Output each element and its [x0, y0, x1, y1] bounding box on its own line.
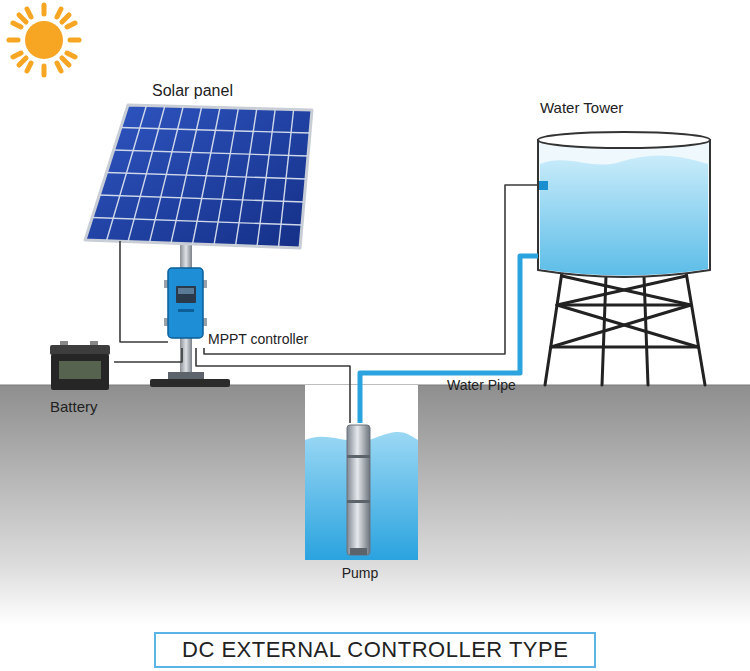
solar-panel-illustration	[85, 105, 312, 248]
node-label: Water Tower	[540, 99, 623, 116]
panel-pole	[168, 372, 204, 380]
water-pipe	[360, 256, 538, 423]
tower-legs	[551, 305, 691, 347]
sun-icon	[27, 9, 31, 17]
node-label: Pump	[342, 565, 379, 581]
well-illustration	[347, 500, 370, 503]
panel-pole	[150, 379, 230, 387]
mppt-controller: MPPT controller	[168, 266, 338, 348]
controller-illustration	[178, 288, 194, 294]
water-tower-illustration	[538, 140, 710, 277]
sun-icon	[19, 15, 26, 22]
sun-icon	[67, 23, 75, 27]
sun-icon	[42, 66, 47, 75]
sun-icon	[13, 23, 21, 27]
battery-illustration	[59, 361, 101, 379]
pump: Pump	[335, 423, 385, 583]
panel-pole	[150, 236, 230, 387]
sun-icon	[57, 9, 61, 17]
sun-icon	[19, 58, 26, 65]
panel-grid	[99, 195, 304, 202]
power-wire	[120, 250, 168, 342]
water-tower-illustration	[538, 132, 710, 148]
ground	[0, 385, 750, 625]
battery-wire	[114, 348, 182, 362]
sun-icon	[42, 5, 47, 14]
sun-icon	[9, 38, 18, 43]
sun-icon	[13, 53, 21, 57]
ground	[0, 385, 750, 625]
tower-legs	[557, 305, 698, 347]
sun-icon	[27, 63, 31, 71]
sensor-wire	[204, 185, 538, 354]
controller-illustration	[168, 268, 203, 338]
node-label: Battery	[50, 398, 98, 415]
water-tower-illustration	[540, 155, 708, 275]
diagram-title: DC EXTERNAL CONTROLLER TYPE	[154, 632, 596, 668]
solar-panel: Solar panel	[85, 80, 315, 250]
controller-illustration	[178, 309, 194, 312]
well-illustration	[347, 425, 370, 555]
water-tower-illustration	[538, 132, 710, 385]
solar-panel-illustration	[119, 241, 121, 250]
panel-grid	[92, 106, 310, 248]
panel-grid	[114, 150, 308, 156]
water-tower-illustration	[539, 181, 548, 190]
sun-icon	[67, 53, 75, 57]
node-label: Solar panel	[152, 82, 233, 100]
tower-legs	[545, 272, 705, 385]
sun-icon	[70, 38, 79, 43]
sun-icon	[9, 5, 79, 75]
edge-label: Water Pipe	[447, 377, 516, 393]
sun-icon	[62, 15, 69, 22]
battery-illustration	[51, 354, 109, 390]
battery-illustration	[50, 341, 110, 390]
controller-illustration	[164, 268, 207, 338]
sun-icon	[57, 63, 61, 71]
pump-cable	[196, 348, 350, 423]
solar-panel-illustration	[85, 105, 312, 250]
panel-grid	[92, 218, 302, 226]
battery: Battery	[48, 343, 114, 416]
tower-legs	[551, 346, 698, 349]
battery-illustration	[50, 345, 110, 355]
panel-grid	[121, 128, 310, 134]
controller-illustration	[176, 286, 196, 303]
node-label: MPPT controller	[208, 331, 308, 347]
tower-legs	[686, 272, 705, 385]
tower-legs	[557, 276, 686, 305]
panel-grid	[107, 173, 307, 180]
water-tower: Water Tower	[538, 96, 712, 386]
well-illustration	[347, 455, 370, 458]
sun-icon	[25, 21, 63, 59]
tower-legs	[557, 304, 691, 307]
tower-legs	[545, 272, 562, 385]
well-illustration	[350, 548, 367, 555]
sun-icon	[62, 58, 69, 65]
